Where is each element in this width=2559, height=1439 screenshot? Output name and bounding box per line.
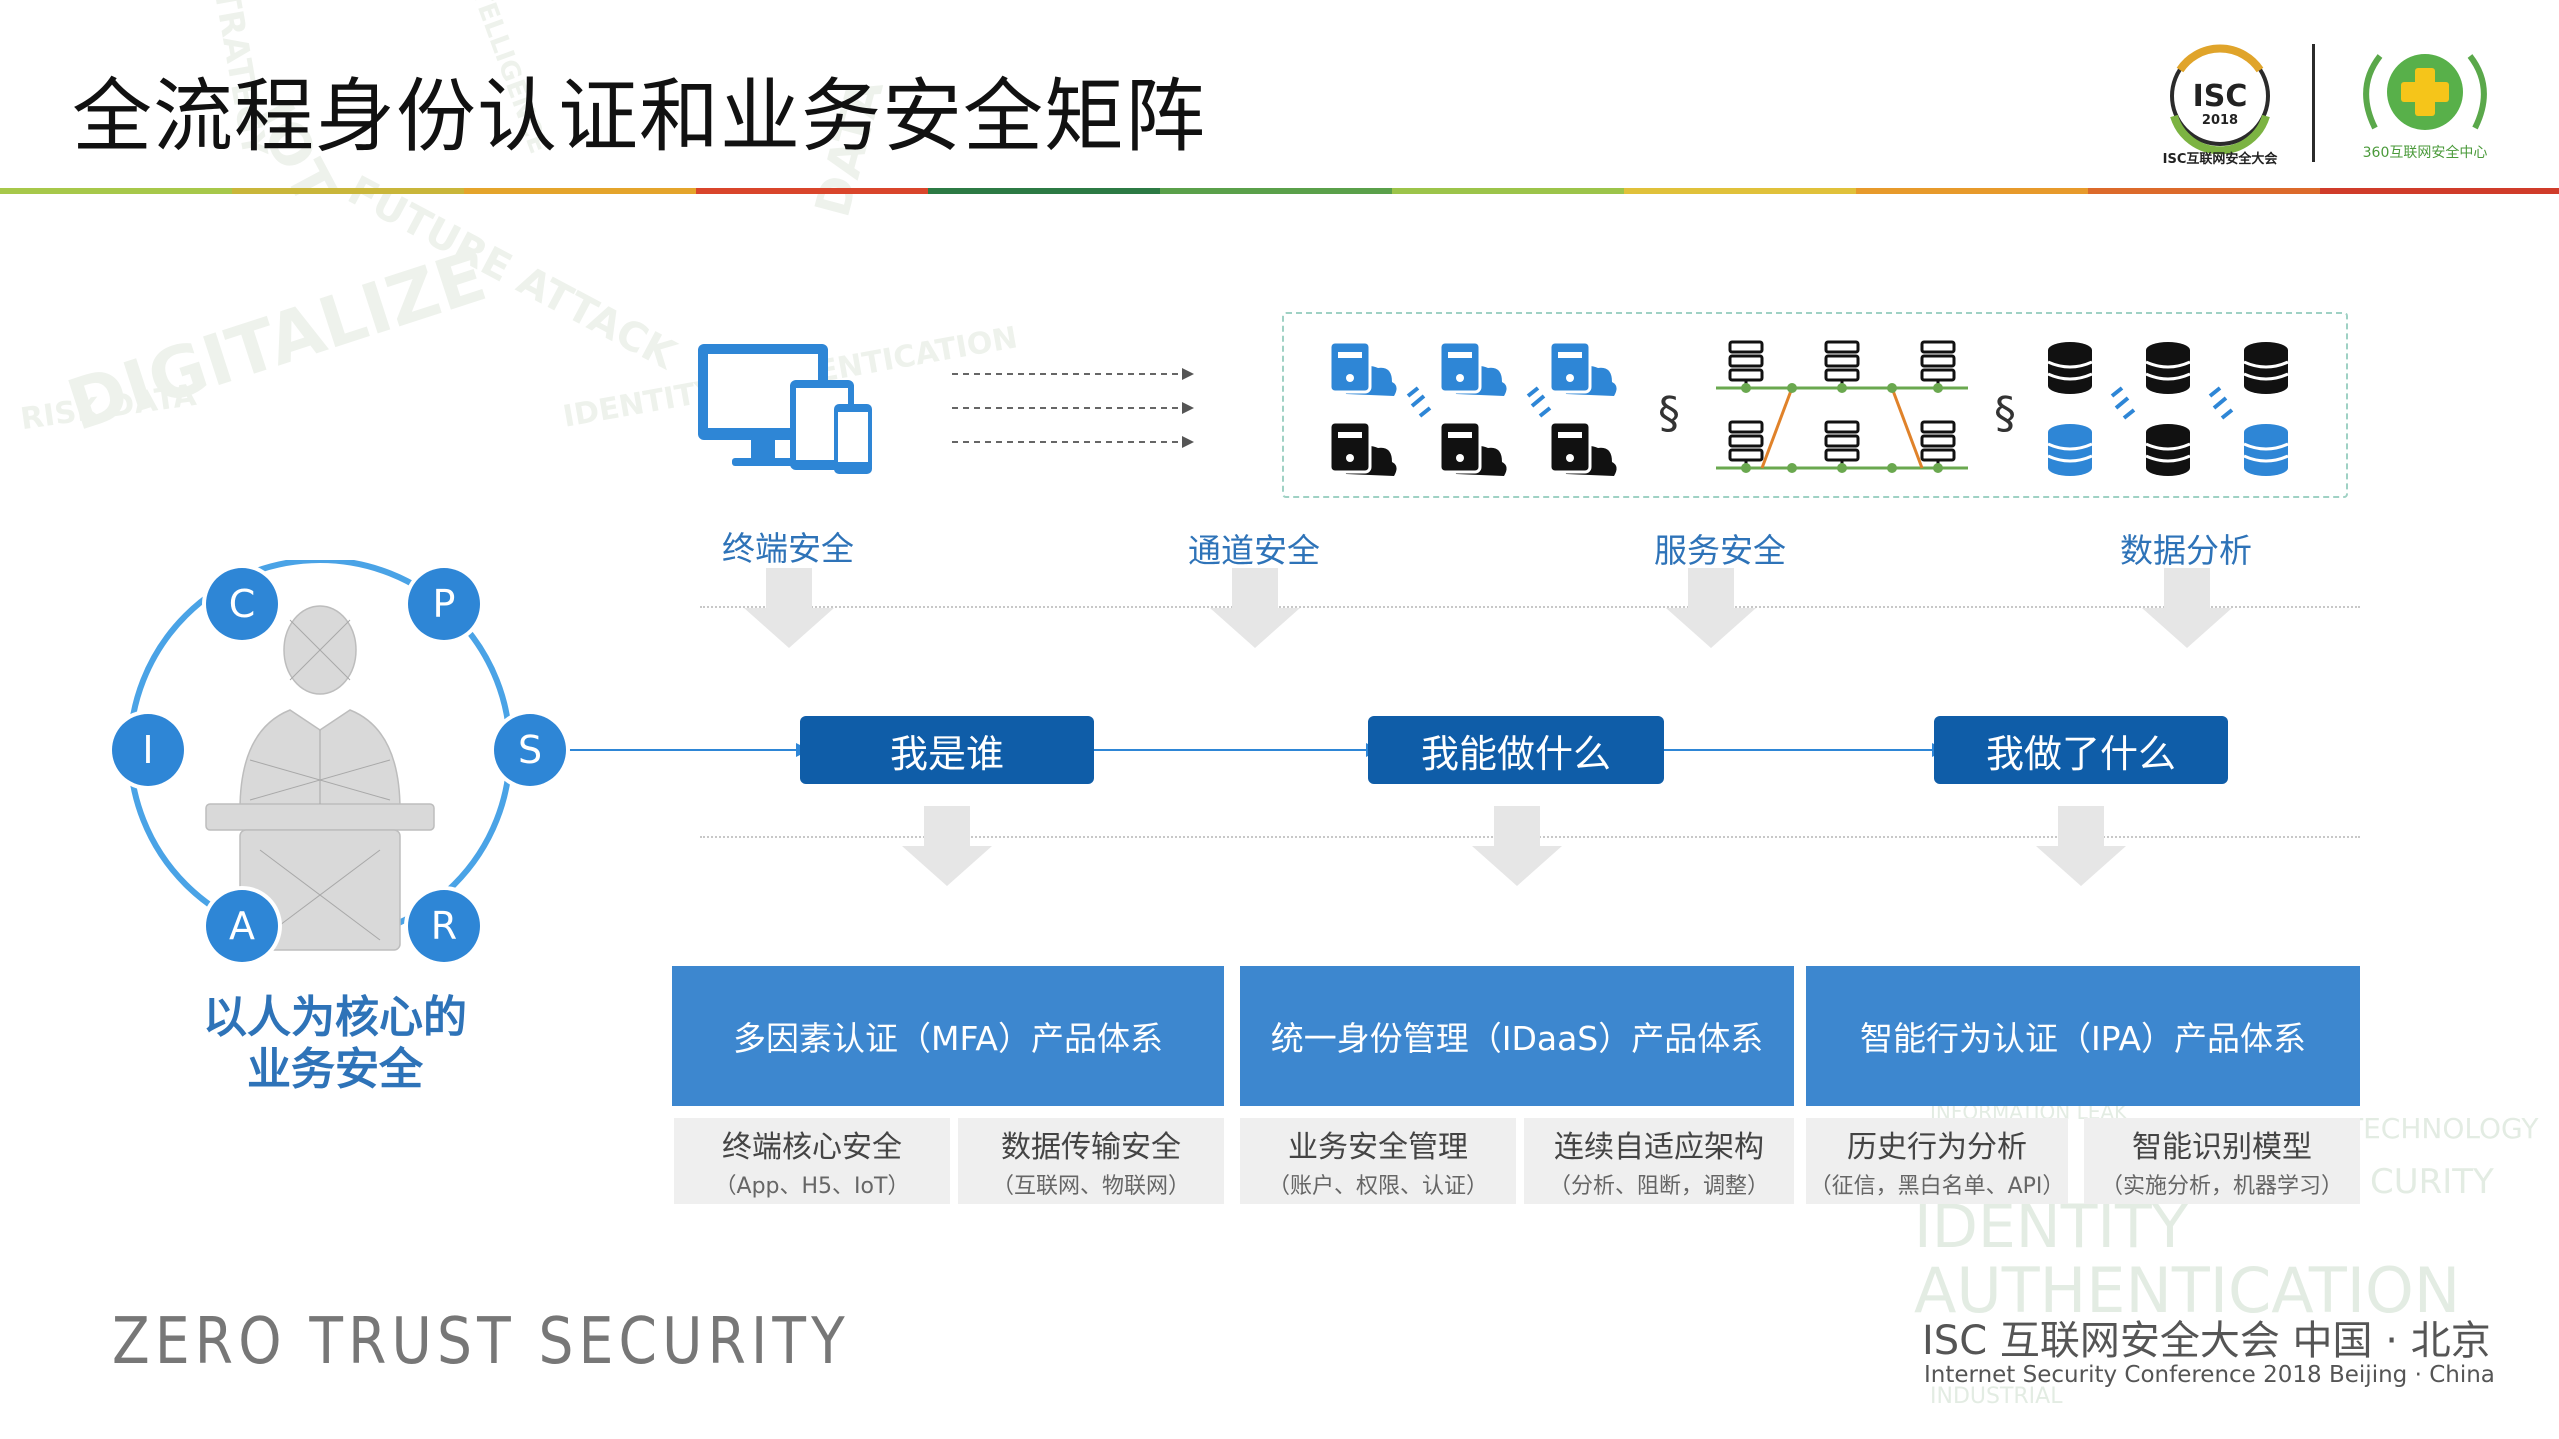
- rule-seg: [1624, 188, 1856, 194]
- rule-seg: [2088, 188, 2320, 194]
- subitem-card: 历史行为分析 （征信，黑白名单、API）: [1806, 1118, 2068, 1204]
- rule-seg: [928, 188, 1160, 194]
- subitem-detail: （App、H5、IoT）: [714, 1174, 910, 1199]
- down-arrow-icon: [2142, 568, 2232, 648]
- dotted-separator: [700, 606, 2360, 608]
- product-ipa[interactable]: 智能行为认证（IPA）产品体系: [1806, 966, 2360, 1106]
- subitem-card: 业务安全管理 （账户、权限、认证）: [1240, 1118, 1516, 1204]
- channel-label: 通道安全: [1188, 531, 1320, 570]
- node-r: R: [408, 890, 480, 962]
- subitem-card: 连续自适应架构 （分析、阻断，调整）: [1524, 1118, 1794, 1204]
- rule-seg: [0, 188, 232, 194]
- subitem-detail: （账户、权限、认证）: [1267, 1174, 1488, 1199]
- subitem-title: 终端核心安全: [722, 1130, 902, 1165]
- subitem-title: 连续自适应架构: [1554, 1130, 1764, 1165]
- rule-seg: [1392, 188, 1624, 194]
- server-cloud-icon: [1320, 332, 1640, 482]
- subitem-detail: （互联网、物联网）: [991, 1174, 1190, 1199]
- link-icon: §: [1994, 388, 2016, 439]
- down-arrow-icon: [744, 568, 834, 648]
- down-arrow-icon: [902, 806, 992, 886]
- rule-seg: [1160, 188, 1392, 194]
- caption-line-1: 以人为核心的: [203, 992, 467, 1043]
- question-what-done-button[interactable]: 我做了什么: [1934, 716, 2228, 784]
- isc-logo: ISC 2018 ISC互联网安全大会: [2150, 40, 2290, 170]
- node-s: S: [494, 714, 566, 786]
- rule-seg: [1856, 188, 2088, 194]
- subitem-card: 终端核心安全 （App、H5、IoT）: [674, 1118, 950, 1204]
- down-arrow-icon: [1666, 568, 1756, 648]
- database-icon: [2040, 336, 2300, 486]
- node-p: P: [408, 568, 480, 640]
- isc-logo-caption: ISC互联网安全大会: [2162, 152, 2278, 167]
- subitem-detail: （实施分析，机器学习）: [2100, 1174, 2343, 1199]
- page-title: 全流程身份认证和业务安全矩阵: [72, 70, 1206, 163]
- subitem-card: 数据传输安全 （互联网、物联网）: [958, 1118, 1224, 1204]
- channel-arrows: [950, 360, 1200, 460]
- channel-label: 终端安全: [722, 529, 854, 568]
- service-architecture-icon: [1712, 332, 1972, 482]
- subitem-card: 智能识别模型 （实施分析，机器学习）: [2084, 1118, 2360, 1204]
- down-arrow-icon: [1472, 806, 1562, 886]
- node-a: A: [206, 890, 278, 962]
- product-mfa[interactable]: 多因素认证（MFA）产品体系: [672, 966, 1224, 1106]
- link-icon: §: [1658, 388, 1680, 439]
- devices-icon: [696, 340, 876, 480]
- subitem-detail: （征信，黑白名单、API）: [1809, 1174, 2065, 1199]
- subitem-title: 历史行为分析: [1847, 1130, 2027, 1165]
- rule-seg: [2320, 188, 2559, 194]
- footer-conference-en: Internet Security Conference 2018 Beijin…: [1924, 1362, 2495, 1388]
- footer-conference-cn: ISC 互联网安全大会 中国 · 北京: [1922, 1318, 2491, 1364]
- question-who-button[interactable]: 我是谁: [800, 716, 1094, 784]
- subitem-detail: （分析、阻断，调整）: [1548, 1174, 1769, 1199]
- person-ring-diagram: [90, 557, 550, 980]
- rule-seg: [464, 188, 696, 194]
- footer-slogan: ZERO TRUST SECURITY: [112, 1305, 850, 1379]
- infrastructure-box: [1282, 312, 2348, 498]
- subitem-title: 业务安全管理: [1288, 1130, 1468, 1165]
- question-what-can-do-button[interactable]: 我能做什么: [1368, 716, 1664, 784]
- org-caption: 360互联网安全中心: [2362, 145, 2488, 161]
- person-centric-caption: 以人为核心的 业务安全: [170, 992, 500, 1096]
- down-arrow-icon: [2036, 806, 2126, 886]
- node-i: I: [112, 714, 184, 786]
- logo-360: 360互联网安全中心: [2335, 38, 2515, 168]
- subitem-title: 数据传输安全: [1001, 1130, 1181, 1165]
- rule-seg: [232, 188, 464, 194]
- flow-line: [560, 730, 1960, 770]
- isc-logo-year: 2018: [2202, 113, 2238, 128]
- down-arrow-icon: [1210, 568, 1300, 648]
- channel-label: 数据分析: [2120, 531, 2252, 570]
- logo-divider: [2312, 44, 2315, 162]
- subitem-title: 智能识别模型: [2132, 1130, 2312, 1165]
- channel-label: 服务安全: [1654, 531, 1786, 570]
- caption-line-2: 业务安全: [247, 1044, 423, 1095]
- product-idaas[interactable]: 统一身份管理（IDaaS）产品体系: [1240, 966, 1794, 1106]
- rule-seg: [696, 188, 928, 194]
- isc-logo-text: ISC: [2193, 79, 2248, 114]
- node-c: C: [206, 568, 278, 640]
